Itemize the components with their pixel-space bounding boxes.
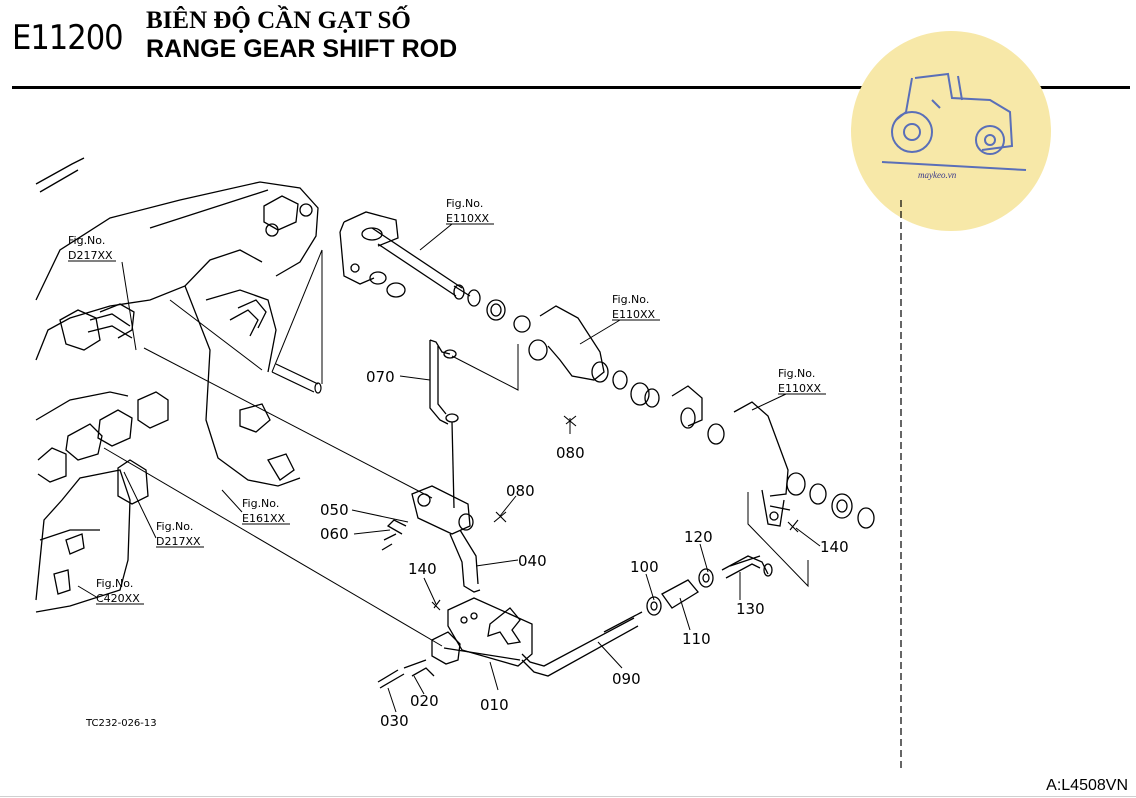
part-number-100: 100 — [630, 558, 659, 576]
fig-ref-label: Fig.No. — [156, 520, 193, 533]
part-number-060: 060 — [320, 525, 349, 543]
part-070-bracket — [429, 339, 459, 509]
shift-rod-assembly — [521, 555, 773, 677]
fig-ref-e161xx: Fig.No. E161XX — [242, 497, 290, 525]
fig-ref-e110xx-top: Fig.No. E110XX — [446, 197, 494, 225]
tractor-icon — [881, 72, 1027, 171]
clip-pins — [431, 415, 799, 611]
fig-ref-code: D217XX — [68, 249, 113, 262]
fig-ref-d217xx-lower: Fig.No. D217XX — [156, 520, 204, 548]
fig-ref-code: E110XX — [446, 212, 489, 225]
fig-ref-label: Fig.No. — [446, 197, 483, 210]
part-number-140-left: 140 — [408, 560, 437, 578]
part-number-080-lower: 080 — [506, 482, 535, 500]
fig-ref-label: Fig.No. — [612, 293, 649, 306]
fig-ref-code: E110XX — [612, 308, 655, 321]
fig-ref-code: C420XX — [96, 592, 140, 605]
part-number-020: 020 — [410, 692, 439, 710]
fig-ref-e110xx-middle: Fig.No. E110XX — [612, 293, 660, 321]
part-number-070: 070 — [366, 368, 395, 386]
part-number-120: 120 — [684, 528, 713, 546]
page-reference: A:L4508VN — [1046, 777, 1128, 794]
part-number-030: 030 — [380, 712, 409, 730]
part-number-010: 010 — [480, 696, 509, 714]
part-number-040: 040 — [518, 552, 547, 570]
diagram-image-id: TC232-026-13 — [85, 718, 157, 729]
reference-lines — [103, 249, 443, 647]
watermark-logo: maykeo.vn — [851, 31, 1051, 231]
page-title-vietnamese: BIÊN ĐỘ CẦN GẠT SỐ — [146, 7, 411, 34]
shift-fork-assembly-upper — [339, 211, 875, 529]
fig-ref-code: E161XX — [242, 512, 285, 525]
footer-divider — [0, 796, 1136, 797]
part-number-090: 090 — [612, 670, 641, 688]
lever-assembly — [377, 485, 533, 689]
part-number-050: 050 — [320, 501, 349, 519]
part-number-140-right: 140 — [820, 538, 849, 556]
shift-stud — [271, 363, 322, 394]
header-divider — [12, 86, 1130, 89]
fig-ref-label: Fig.No. — [68, 234, 105, 247]
assembly-guide-lines — [321, 250, 809, 588]
part-number-110: 110 — [682, 630, 711, 648]
fig-ref-d217xx-top: Fig.No. D217XX — [68, 234, 116, 262]
fig-ref-code: E110XX — [778, 382, 821, 395]
fig-ref-code: D217XX — [156, 535, 201, 548]
fig-ref-label: Fig.No. — [96, 577, 133, 590]
part-number-080-upper: 080 — [556, 444, 585, 462]
fig-ref-label: Fig.No. — [778, 367, 815, 380]
page-title-english: RANGE GEAR SHIFT ROD — [146, 35, 458, 63]
leader-lines — [77, 223, 821, 713]
fig-ref-e110xx-right: Fig.No. E110XX — [778, 367, 826, 395]
section-code: E11200 — [12, 18, 124, 58]
part-number-130: 130 — [736, 600, 765, 618]
fig-ref-label: Fig.No. — [242, 497, 279, 510]
fig-ref-c420xx: Fig.No. C420XX — [96, 577, 144, 605]
transmission-housing — [35, 157, 319, 613]
watermark-text: maykeo.vn — [918, 170, 957, 180]
